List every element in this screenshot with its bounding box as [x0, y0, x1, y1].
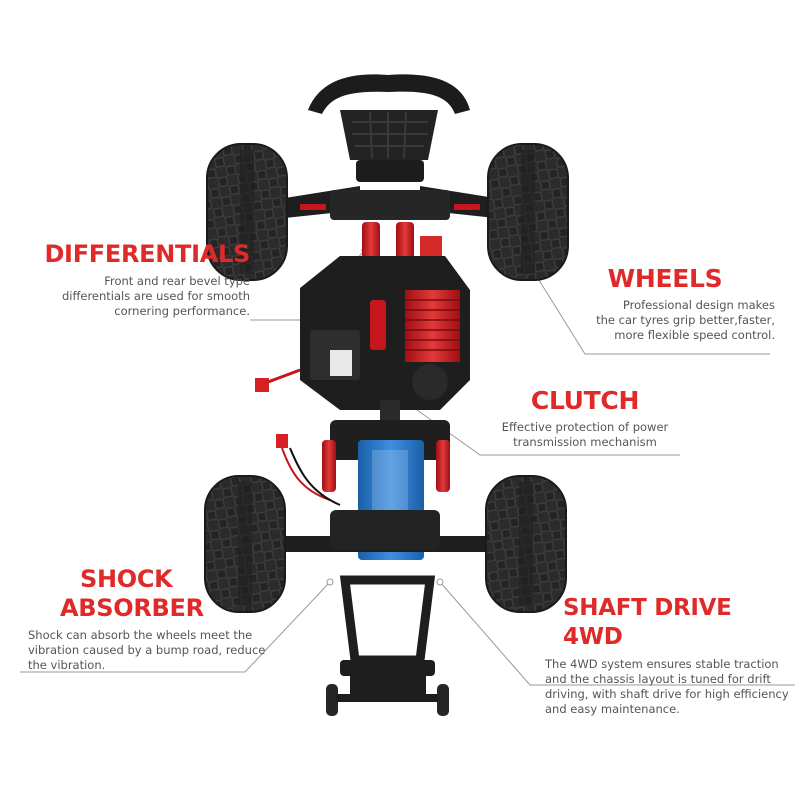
- leader-shock: [20, 581, 331, 673]
- feature-desc-shock: Shock can absorb the wheels meet the vib…: [28, 628, 266, 672]
- feature-shock-absorber: SHOCK ABSORBER Shock can absorb the whee…: [28, 565, 278, 673]
- wheelie-bar: [326, 575, 449, 716]
- feature-title-shaft: SHAFT DRIVE 4WD: [563, 595, 732, 650]
- rear-left-tire: [204, 475, 286, 613]
- feature-differentials: DIFFERENTIALS Front and rear bevel type …: [20, 240, 250, 319]
- rear-shocks: [322, 440, 450, 492]
- feature-title-shock-line2: ABSORBER: [60, 594, 204, 622]
- leader-shaft: [439, 581, 795, 686]
- feature-title-wheels: WHEELS: [607, 264, 723, 293]
- feature-wheels: WHEELS Professional design makes the car…: [555, 264, 775, 343]
- front-suspension-arms: [285, 186, 495, 220]
- feature-shaft-drive: SHAFT DRIVE 4WD The 4WD system ensures s…: [545, 594, 795, 717]
- feature-desc-shaft: The 4WD system ensures stable traction a…: [545, 657, 789, 716]
- front-bumper: [308, 74, 470, 182]
- feature-title-shock-line1: SHOCK: [80, 565, 173, 593]
- rear-right-tire: [485, 475, 567, 613]
- front-left-tire: [206, 143, 288, 281]
- feature-clutch: CLUTCH Effective protection of power tra…: [490, 386, 680, 450]
- feature-title-differentials: DIFFERENTIALS: [44, 240, 250, 268]
- motor-heatsink: [405, 290, 460, 362]
- rear-axle: [270, 510, 500, 552]
- leader-wheels: [523, 255, 770, 355]
- feature-desc-differentials: Front and rear bevel type differentials …: [61, 274, 250, 318]
- front-right-tire: [487, 143, 569, 281]
- feature-desc-wheels: Professional design makes the car tyres …: [596, 298, 775, 342]
- feature-desc-clutch: Effective protection of power transmissi…: [501, 420, 669, 449]
- chassis-plate: [255, 256, 470, 410]
- feature-title-clutch: CLUTCH: [530, 386, 640, 415]
